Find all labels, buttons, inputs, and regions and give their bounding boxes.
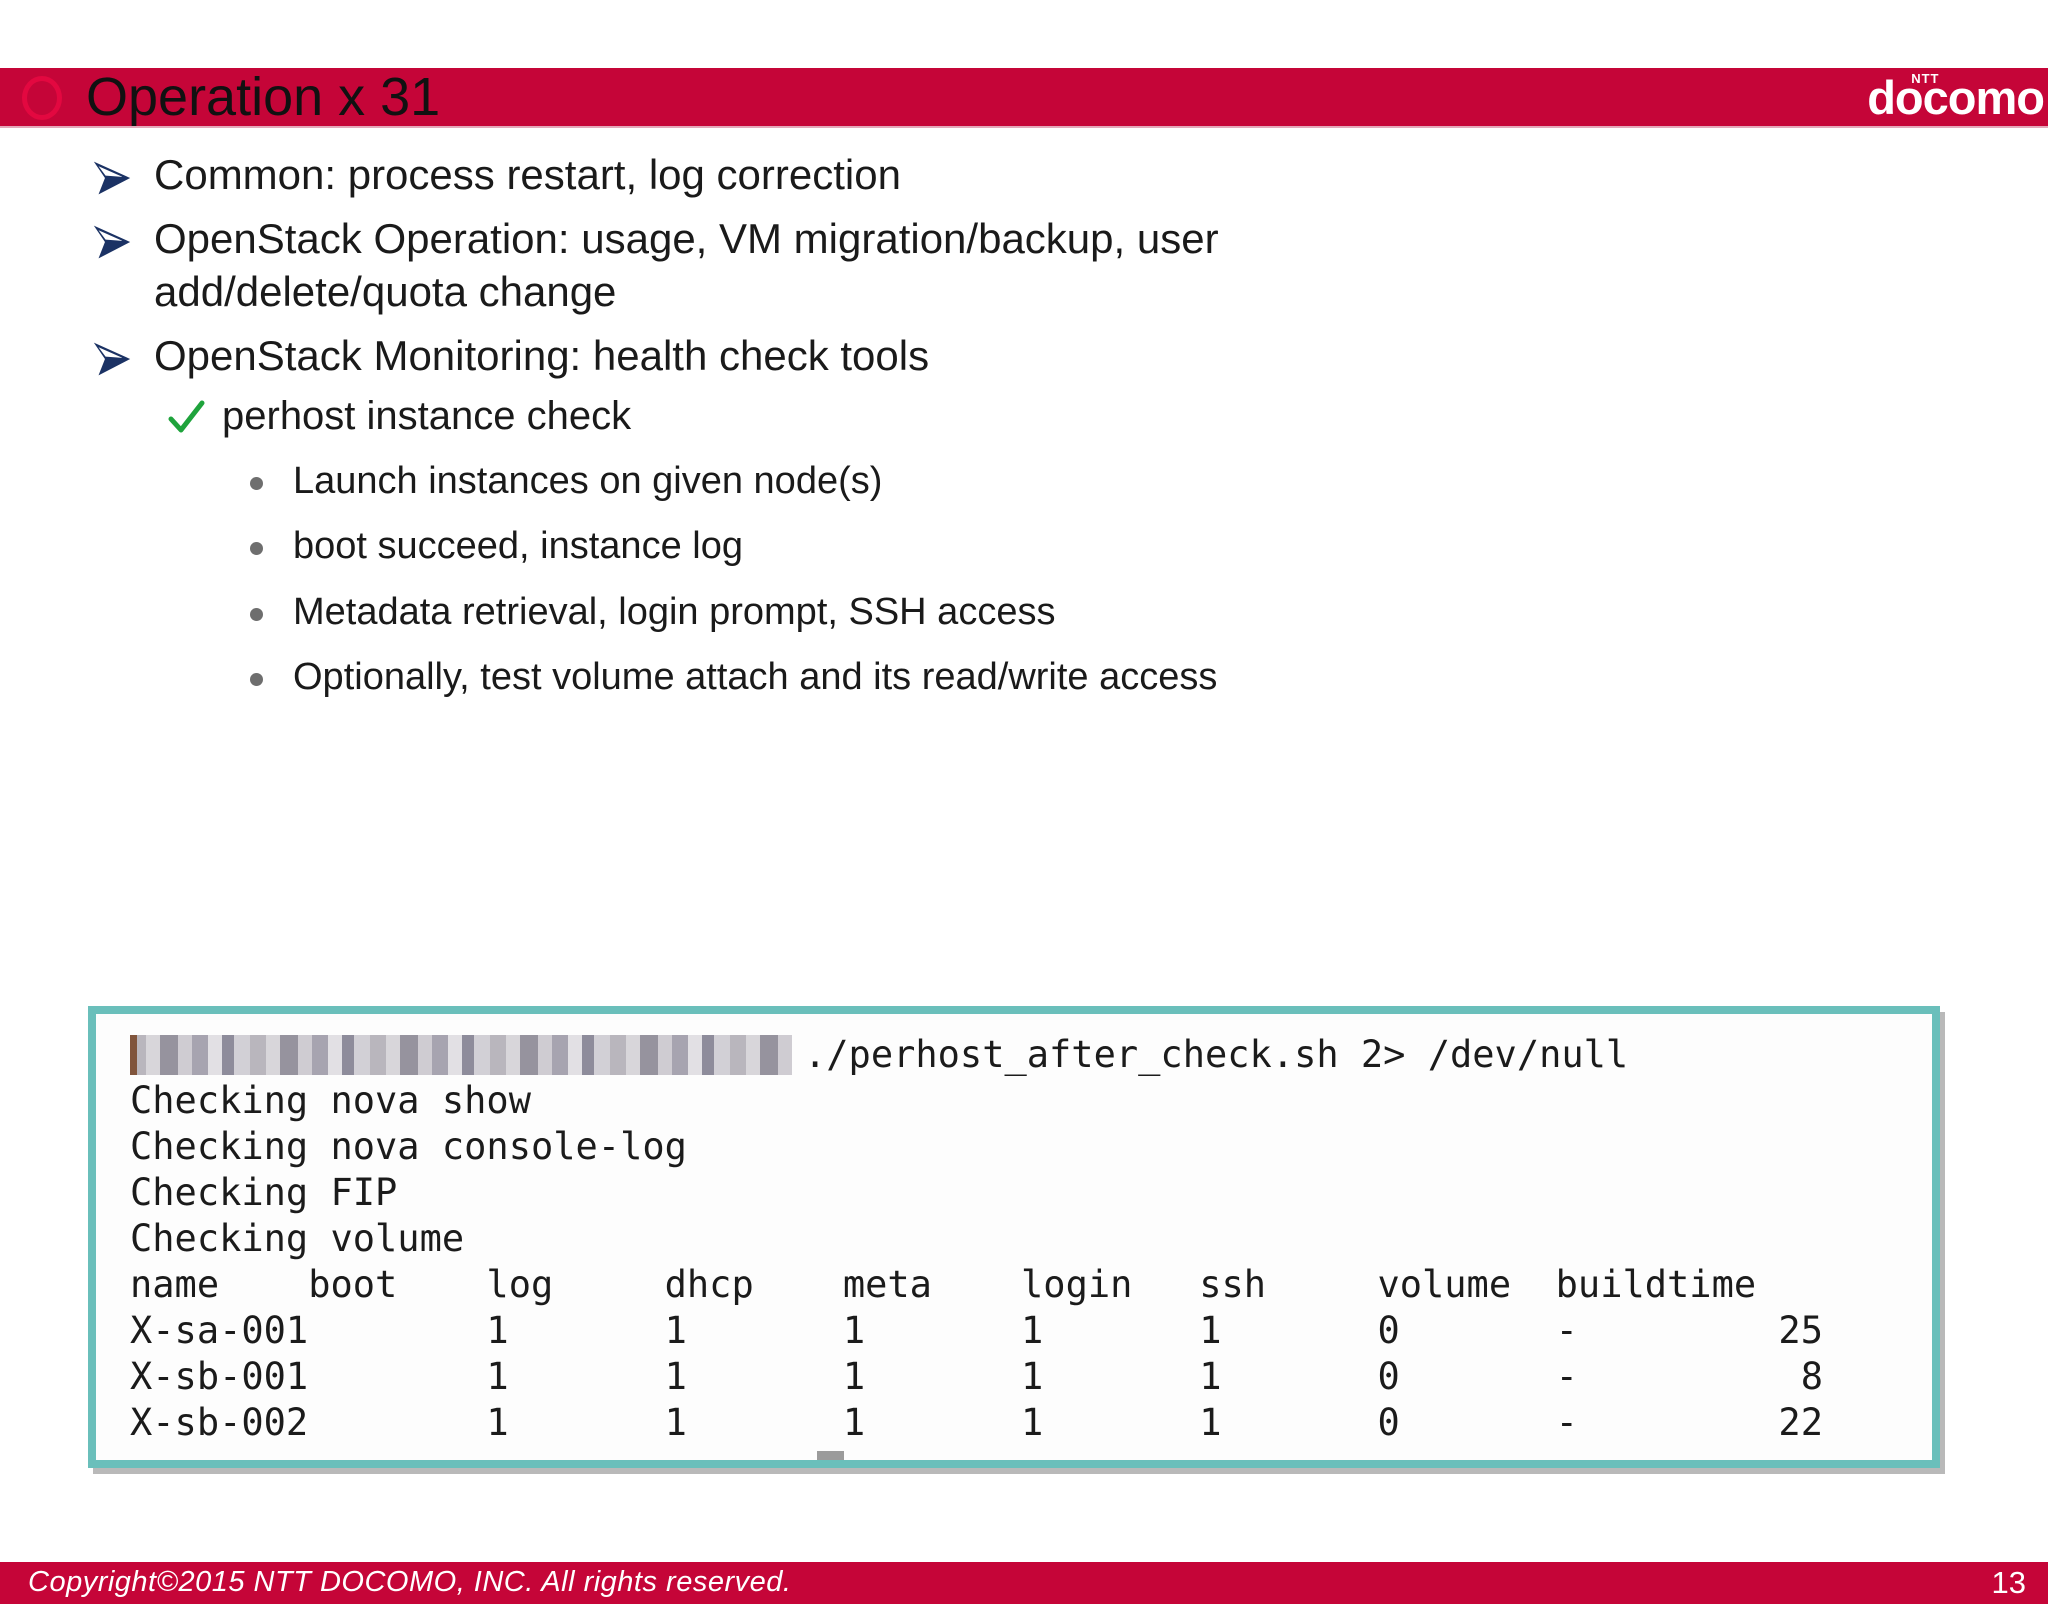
sub-bullet-boot: boot succeed, instance log (250, 523, 2048, 571)
check-item-text: perhost instance check (222, 393, 632, 438)
dot-bullet-icon (250, 607, 263, 621)
ntt-logo-text: NTT (1911, 71, 1940, 86)
sub-bullet-text: boot succeed, instance log (293, 525, 743, 568)
sub-bullet-text: Optionally, test volume attach and its r… (293, 656, 1218, 699)
copyright-text: Copyright©2015 NTT DOCOMO, INC. All righ… (28, 1566, 792, 1598)
arrow-bullet-icon (93, 226, 131, 259)
bullet-text: Common: process restart, log correction (154, 151, 901, 199)
check-item-perhost: perhost instance check (168, 392, 2048, 440)
page-title: Operation x 31 (86, 67, 441, 127)
terminal-cursor-block (817, 1451, 844, 1460)
dot-bullet-icon (250, 673, 263, 687)
sub-bullet-text: Launch instances on given node(s) (293, 459, 883, 502)
terminal-command: ./perhost_after_check.sh 2> /dev/null (804, 1033, 1629, 1076)
dot-bullet-icon (250, 476, 263, 490)
terminal-content: ./perhost_after_check.sh 2> /dev/null Ch… (96, 1014, 1932, 1460)
terminal-cutoff-line (130, 1448, 1932, 1460)
sub-bullet-volume: Optionally, test volume attach and its r… (250, 654, 2048, 702)
slide-title-row: Operation x 31 (22, 67, 2048, 127)
terminal-output-text: Checking nova show Checking nova console… (130, 1079, 1823, 1444)
terminal-screenshot: ./perhost_after_check.sh 2> /dev/null Ch… (88, 1006, 1940, 1468)
docomo-logo-text: docomo (1867, 71, 2045, 124)
circle-bullet-icon (22, 75, 62, 120)
bullet-text: OpenStack Monitoring: health check tools (154, 331, 930, 379)
docomo-logo: NTT docomo (1867, 69, 2045, 125)
bullet-item-openstack-monitoring: OpenStack Monitoring: health check tools (92, 330, 2048, 382)
sub-bullet-metadata: Metadata retrieval, login prompt, SSH ac… (250, 589, 2048, 637)
dot-bullet-icon (250, 542, 263, 556)
bullet-text: OpenStack Operation: usage, VM migration… (154, 215, 1219, 315)
footer-bar: Copyright©2015 NTT DOCOMO, INC. All righ… (0, 1562, 2048, 1604)
sub-bullet-text: Metadata retrieval, login prompt, SSH ac… (293, 590, 1056, 633)
checkmark-icon (168, 400, 205, 433)
arrow-bullet-icon (93, 342, 131, 376)
brand-top-bar: NTT docomo (0, 68, 2048, 126)
bullet-item-openstack-operation: OpenStack Operation: usage, VM migration… (92, 213, 2048, 317)
arrow-bullet-icon (93, 161, 131, 195)
page-number: 13 (1991, 1565, 2026, 1600)
sub-bullet-launch: Launch instances on given node(s) (250, 458, 2048, 506)
bullet-item-common: Common: process restart, log correction (92, 149, 2048, 201)
terminal-command-line: ./perhost_after_check.sh 2> /dev/null (130, 1032, 1932, 1078)
redacted-host-pixelation (130, 1035, 792, 1075)
